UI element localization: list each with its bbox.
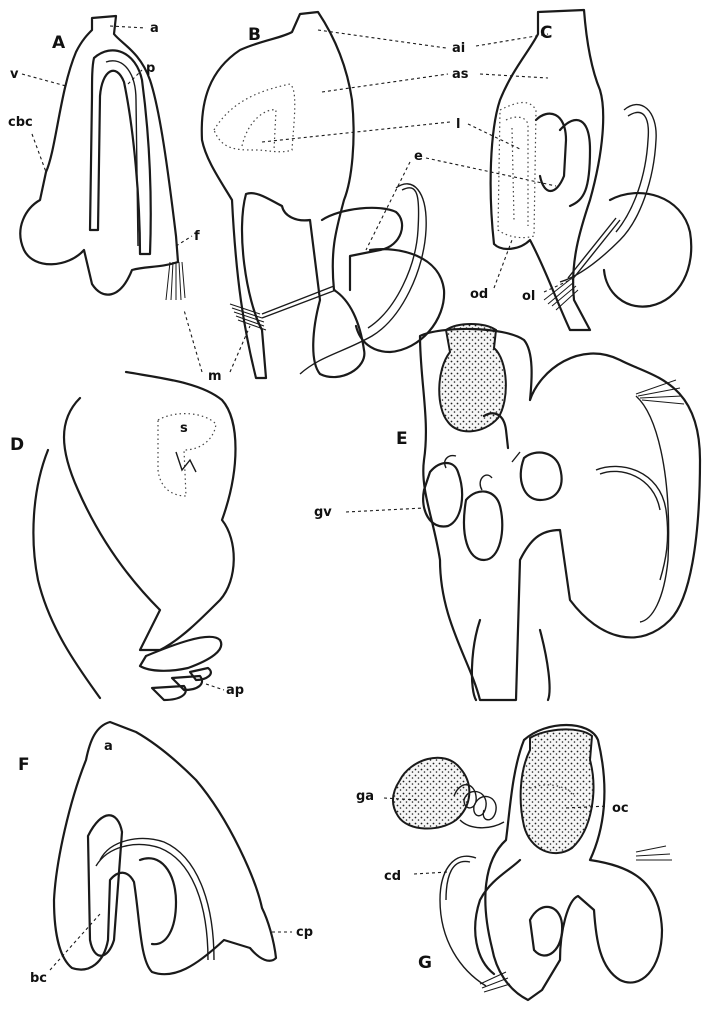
drawing-g — [393, 725, 672, 1000]
label-cd: cd — [384, 869, 401, 884]
label-a-top: a — [150, 21, 159, 36]
label-m: m — [208, 369, 222, 384]
label-od: od — [470, 287, 488, 302]
panel-letter-f: F — [18, 755, 30, 775]
label-p: p — [146, 61, 155, 76]
drawing-a — [20, 16, 185, 300]
drawing-d — [33, 372, 235, 700]
ovotestis-stippled-g — [521, 729, 594, 853]
gland-stippled-g — [393, 758, 469, 829]
label-ai: ai — [452, 41, 465, 56]
label-v: v — [10, 67, 19, 82]
drawing-f — [54, 722, 276, 974]
label-ap: ap — [226, 683, 244, 698]
label-as: as — [452, 67, 469, 82]
drawing-e — [420, 324, 700, 700]
label-a-f: a — [104, 739, 113, 754]
label-cp: cp — [296, 925, 313, 940]
label-bc: bc — [30, 971, 47, 986]
drawing-b — [202, 12, 444, 378]
label-e: e — [414, 149, 423, 164]
label-f: f — [194, 229, 200, 244]
label-ga: ga — [356, 789, 374, 804]
panel-letter-a: A — [52, 33, 66, 53]
drawing-c — [491, 10, 692, 330]
panel-letter-e: E — [396, 429, 408, 449]
label-l: l — [456, 117, 460, 132]
panel-letter-g: G — [418, 953, 432, 973]
label-gv: gv — [314, 505, 332, 520]
label-oc: oc — [612, 801, 629, 816]
panel-letter-c: C — [540, 23, 552, 43]
label-cbc: cbc — [8, 115, 33, 130]
label-ol: ol — [522, 289, 535, 304]
panel-letter-b: B — [248, 25, 261, 45]
label-s: s — [180, 421, 188, 436]
panel-letter-d: D — [10, 435, 24, 455]
ovary-stippled-e — [439, 324, 506, 431]
